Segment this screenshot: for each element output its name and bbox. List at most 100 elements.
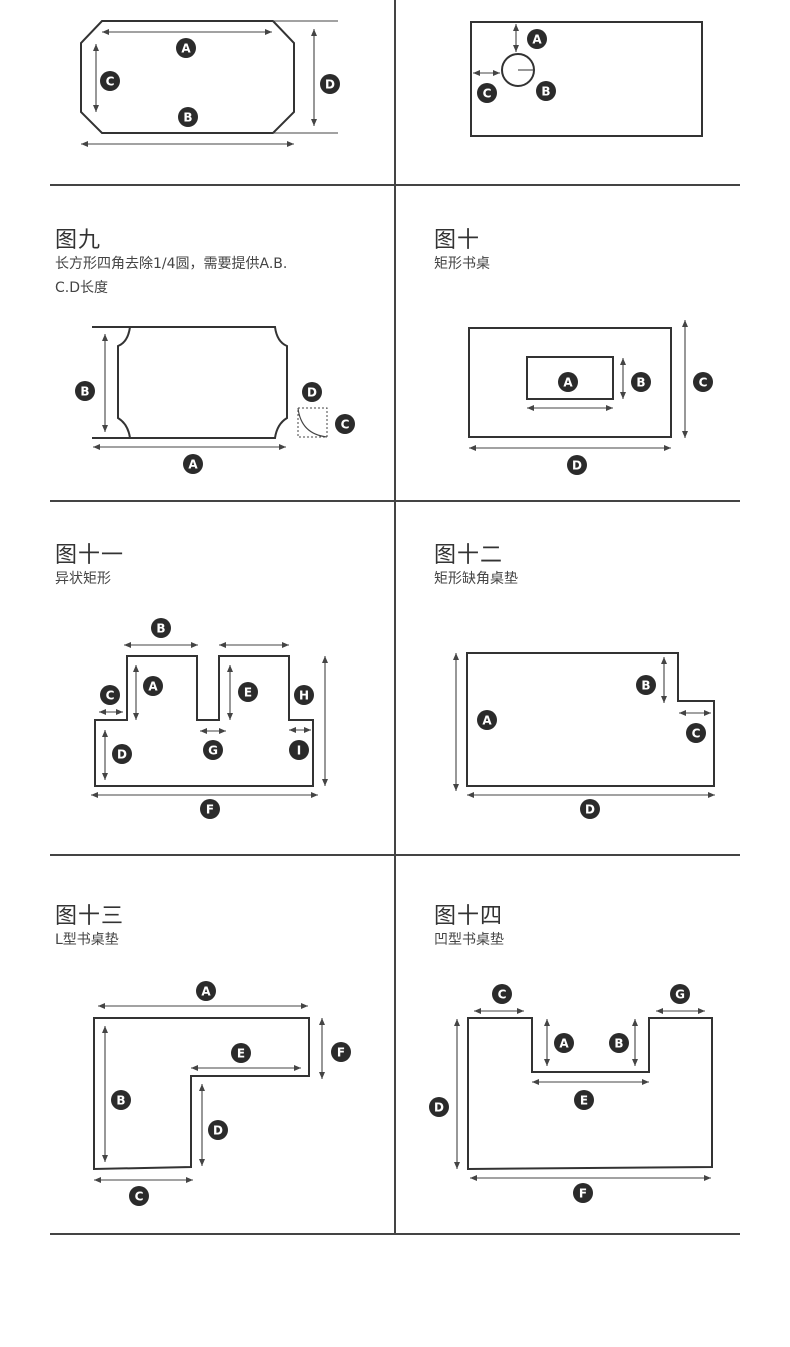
row-divider-3: [50, 854, 740, 856]
row-divider-4: [50, 1233, 740, 1235]
fig10-diagram: [468, 320, 688, 451]
badge-fig13-c: C: [129, 1186, 149, 1206]
svg-text:F: F: [206, 803, 214, 817]
fig13-diagram: [93, 1003, 325, 1183]
badge-fig14-b: B: [609, 1033, 629, 1053]
svg-text:C: C: [341, 418, 350, 432]
svg-text:C: C: [106, 75, 115, 89]
svg-text:B: B: [156, 622, 165, 636]
fig10-desc: 矩形书桌: [434, 256, 490, 272]
badge-fig11-e: E: [238, 682, 258, 702]
fig9-corner-detail-box: [297, 407, 328, 438]
fig13-shape: [93, 1017, 310, 1171]
circle-hole-rect: [470, 21, 703, 137]
fig11-desc: 异状矩形: [55, 571, 111, 587]
svg-text:C: C: [483, 87, 492, 101]
fig9-title: 图九: [55, 228, 102, 253]
octagon-figure: [80, 20, 338, 147]
svg-text:B: B: [636, 376, 645, 390]
fig12-desc: 矩形缺角桌垫: [434, 571, 518, 587]
fig13-desc: L型书桌垫: [55, 932, 119, 948]
fig10-title: 图十: [434, 228, 481, 253]
badge-fig11-g: G: [203, 740, 223, 760]
badge-fig11-h: H: [294, 685, 314, 705]
fig9-desc-line2: C.D长度: [55, 280, 109, 296]
fig12-diagram: [453, 652, 715, 798]
badge-fig12-d: D: [580, 799, 600, 819]
badge-circle-c: C: [477, 83, 497, 103]
badge-fig13-d: D: [208, 1120, 228, 1140]
badge-octagon-a: A: [176, 38, 196, 58]
svg-text:D: D: [307, 386, 317, 400]
svg-text:C: C: [498, 988, 507, 1002]
svg-text:A: A: [532, 33, 542, 47]
svg-text:D: D: [325, 78, 335, 92]
vertical-divider: [394, 0, 396, 1234]
fig11-diagram: [91, 642, 328, 798]
badge-fig13-e: E: [231, 1043, 251, 1063]
svg-text:B: B: [183, 111, 192, 125]
badge-fig9-b: B: [75, 381, 95, 401]
svg-text:B: B: [541, 85, 550, 99]
badge-octagon-b: B: [178, 107, 198, 127]
badge-fig9-c: C: [335, 414, 355, 434]
fig9-shape: [92, 326, 288, 439]
badge-circle-a: A: [527, 29, 547, 49]
svg-text:C: C: [699, 376, 708, 390]
badge-fig13-f: F: [331, 1042, 351, 1062]
row-divider-1: [50, 184, 740, 186]
fig9-corner-detail-arc: [297, 407, 328, 438]
svg-text:F: F: [579, 1187, 587, 1201]
badge-fig12-a: A: [477, 710, 497, 730]
svg-text:A: A: [563, 376, 573, 390]
fig14-title: 图十四: [434, 904, 504, 929]
svg-text:D: D: [117, 748, 127, 762]
badge-fig10-d: D: [567, 455, 587, 475]
badge-fig14-a: A: [554, 1033, 574, 1053]
svg-text:D: D: [572, 459, 582, 473]
fig12-shape: [466, 652, 715, 787]
badge-fig12-c: C: [686, 723, 706, 743]
circle-hole-figure: [470, 21, 703, 137]
fig12-title: 图十二: [434, 543, 504, 568]
svg-text:A: A: [148, 680, 158, 694]
badge-fig10-c: C: [693, 372, 713, 392]
fig10-inner-rect: [526, 356, 614, 400]
badge-fig11-b: B: [151, 618, 171, 638]
badge-fig12-b: B: [636, 675, 656, 695]
badge-fig10-b: B: [631, 372, 651, 392]
svg-text:E: E: [244, 686, 252, 700]
svg-text:A: A: [559, 1037, 569, 1051]
svg-text:A: A: [188, 458, 198, 472]
svg-text:D: D: [434, 1101, 444, 1115]
fig13-title: 图十三: [55, 904, 125, 929]
badge-fig14-f: F: [573, 1183, 593, 1203]
svg-text:C: C: [135, 1190, 144, 1204]
svg-text:B: B: [116, 1094, 125, 1108]
svg-text:D: D: [585, 803, 595, 817]
badge-circle-b: B: [536, 81, 556, 101]
svg-text:E: E: [237, 1047, 245, 1061]
svg-text:E: E: [580, 1094, 588, 1108]
badge-octagon-d: D: [320, 74, 340, 94]
svg-text:D: D: [213, 1124, 223, 1138]
svg-text:C: C: [692, 727, 701, 741]
badge-fig9-d: D: [302, 382, 322, 402]
badge-fig14-g: G: [670, 984, 690, 1004]
svg-text:A: A: [201, 985, 211, 999]
svg-text:F: F: [337, 1046, 345, 1060]
badge-fig14-e: E: [574, 1090, 594, 1110]
svg-text:I: I: [297, 744, 301, 758]
svg-text:B: B: [641, 679, 650, 693]
svg-text:G: G: [208, 744, 218, 758]
fig9-diagram: [92, 326, 328, 450]
row-divider-2: [50, 500, 740, 502]
fig14-desc: 凹型书桌垫: [434, 932, 504, 948]
badge-fig11-d: D: [112, 744, 132, 764]
svg-text:A: A: [181, 42, 191, 56]
badge-fig13-b: B: [111, 1090, 131, 1110]
badge-fig14-c: C: [492, 984, 512, 1004]
badge-fig11-a: A: [143, 676, 163, 696]
svg-text:H: H: [299, 689, 309, 703]
